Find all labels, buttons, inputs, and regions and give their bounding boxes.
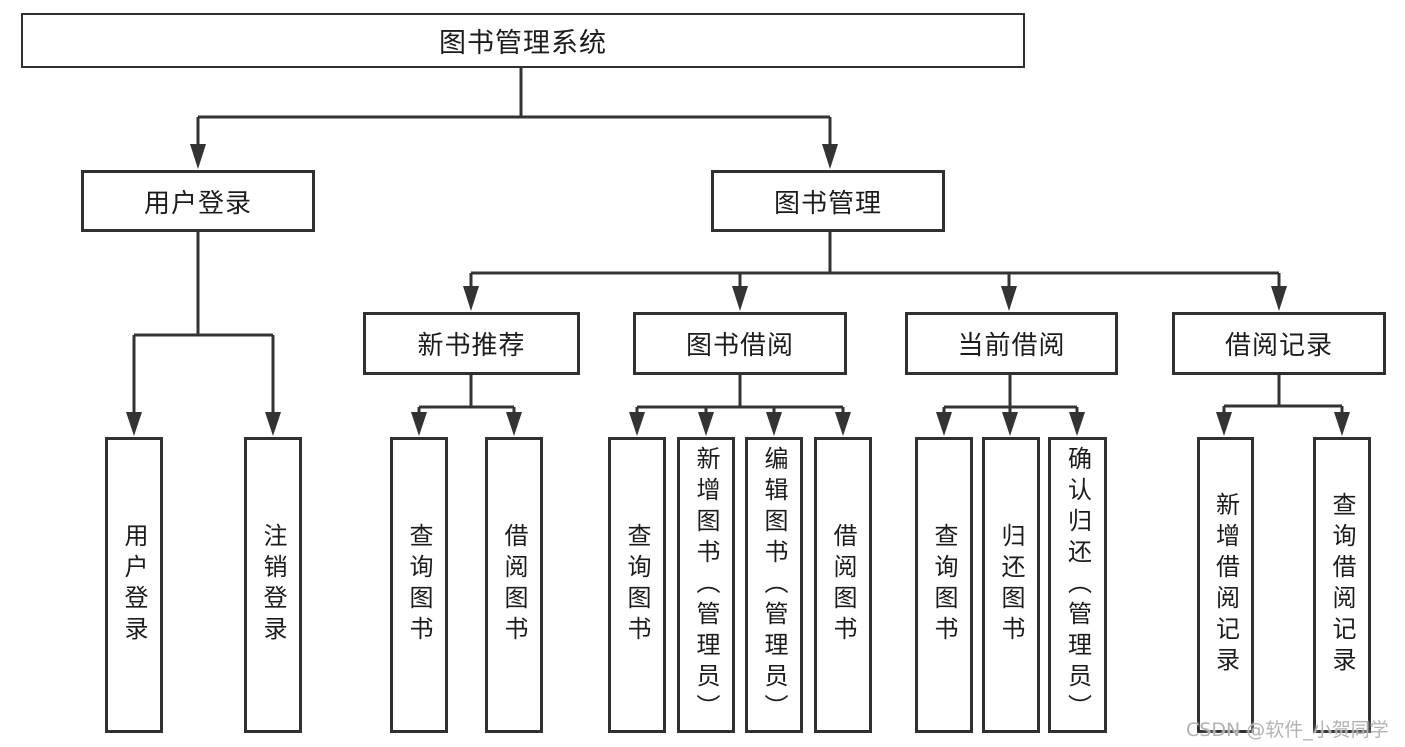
node-leaf-user-login: 用户登录: [105, 437, 163, 733]
edge-bookmgmt-to-level3: [469, 232, 1281, 292]
node-leaf-borrow-books-2: 借阅图书: [814, 437, 872, 733]
node-leaf-borrow-books-1-label: 借阅图书: [500, 523, 528, 647]
node-leaf-add-record-label: 新增借阅记录: [1211, 492, 1240, 678]
node-leaf-query-books-1-label: 查询图书: [405, 523, 433, 647]
node-leaf-return-book-label: 归还图书: [997, 523, 1025, 647]
node-new-book-rec: 新书推荐: [363, 312, 580, 375]
node-borrow-record: 借阅记录: [1172, 312, 1386, 375]
node-book-borrow-label: 图书借阅: [685, 331, 794, 361]
node-current-borrow: 当前借阅: [905, 312, 1118, 375]
arrowheads: [126, 144, 1350, 436]
node-leaf-query-books-2: 查询图书: [608, 437, 666, 733]
node-leaf-query-books-3-label: 查询图书: [930, 523, 958, 647]
node-leaf-add-book: 新增图书（管理员）: [677, 437, 735, 733]
csdn-watermark: CSDN @软件_小贺同学: [1186, 719, 1389, 741]
node-new-book-rec-label: 新书推荐: [417, 331, 526, 361]
node-leaf-confirm-return-label: 确认归还（管理员）: [1063, 445, 1092, 725]
edge-bookborrow-to-leaves: [635, 375, 845, 418]
node-root: 图书管理系统: [21, 13, 1025, 68]
node-leaf-user-login-label: 用户登录: [120, 523, 148, 647]
node-leaf-edit-book-label: 编辑图书（管理员）: [760, 445, 788, 725]
edge-borrowrecord-to-leaves: [1222, 375, 1344, 418]
node-current-borrow-label: 当前借阅: [957, 331, 1066, 361]
node-leaf-borrow-books-1: 借阅图书: [485, 437, 543, 733]
node-leaf-return-book: 归还图书: [982, 437, 1040, 733]
node-leaf-query-record: 查询借阅记录: [1313, 437, 1371, 733]
node-book-mgmt: 图书管理: [711, 170, 945, 232]
node-leaf-query-record-label: 查询借阅记录: [1328, 492, 1356, 678]
node-user-login-label: 用户登录: [143, 188, 252, 219]
node-leaf-add-record: 新增借阅记录: [1197, 437, 1254, 733]
node-book-mgmt-label: 图书管理: [773, 188, 882, 219]
node-leaf-query-books-2-label: 查询图书: [623, 523, 651, 647]
node-leaf-edit-book: 编辑图书（管理员）: [745, 437, 803, 733]
node-borrow-record-label: 借阅记录: [1224, 331, 1333, 361]
node-leaf-logout: 注销登录: [244, 437, 302, 733]
node-leaf-add-book-label: 新增图书（管理员）: [692, 445, 720, 725]
edge-currentborrow-to-leaves: [942, 375, 1079, 418]
node-leaf-query-books-3: 查询图书: [915, 437, 973, 733]
edge-newbookrec-to-leaves: [417, 375, 516, 418]
node-leaf-logout-label: 注销登录: [259, 523, 287, 647]
node-leaf-query-books-1: 查询图书: [390, 437, 448, 733]
node-leaf-confirm-return: 确认归还（管理员）: [1048, 437, 1107, 733]
node-user-login: 用户登录: [81, 170, 315, 232]
node-root-label: 图书管理系统: [439, 28, 607, 59]
node-book-borrow: 图书借阅: [633, 312, 847, 375]
edge-root-to-level2: [196, 68, 832, 148]
edge-userlogin-to-leaves: [132, 232, 275, 416]
node-leaf-borrow-books-2-label: 借阅图书: [829, 523, 857, 647]
